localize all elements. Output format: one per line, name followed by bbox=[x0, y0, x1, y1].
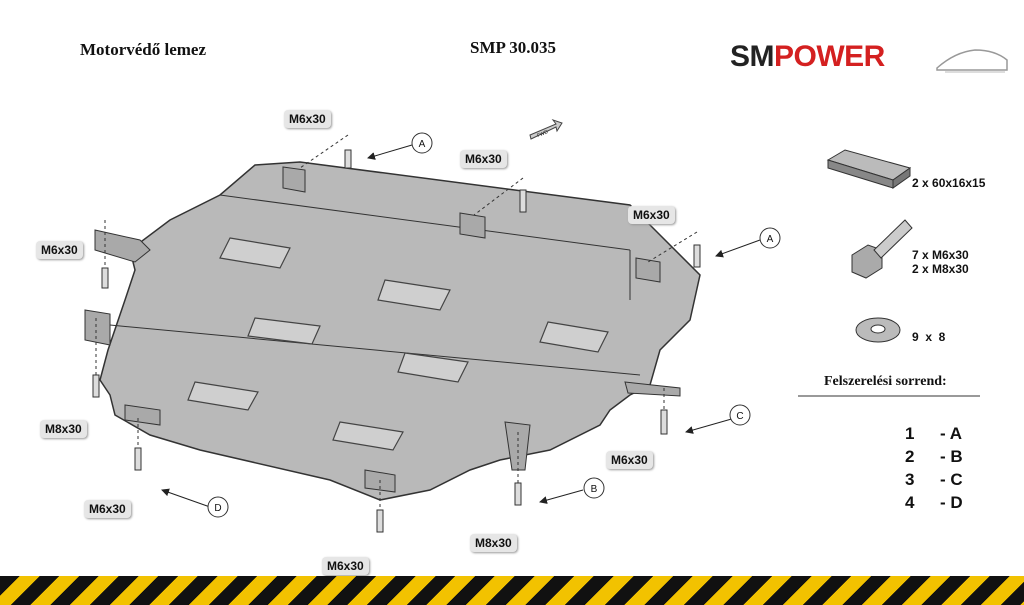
order-letter: - A bbox=[940, 424, 963, 443]
callout-right: M6x30 bbox=[606, 451, 653, 469]
fwd-label: FWD bbox=[536, 129, 549, 139]
product-code-number: 30.035 bbox=[509, 38, 556, 57]
bolts bbox=[92, 149, 701, 533]
plate-part-icon bbox=[826, 149, 912, 189]
logo-power: POWER bbox=[774, 40, 885, 73]
callout-top-left: M6x30 bbox=[284, 110, 331, 128]
smpower-logo: SMPOWER bbox=[730, 40, 1010, 80]
circle-b: B bbox=[591, 484, 598, 495]
guide-lines bbox=[95, 134, 698, 510]
bolt-quantity-m6: 7 x M6x30 bbox=[912, 248, 969, 262]
circle-a2: A bbox=[767, 234, 774, 245]
callout-left-lower: M8x30 bbox=[40, 420, 87, 438]
order-row: 3 - C bbox=[905, 470, 985, 493]
circle-a1: A bbox=[419, 139, 426, 150]
product-code-prefix: SMP bbox=[470, 38, 505, 57]
order-letter: - D bbox=[940, 493, 963, 512]
order-number: 3 bbox=[905, 470, 915, 489]
washer-part-icon bbox=[855, 317, 901, 343]
product-code: SMP 30.035 bbox=[470, 38, 556, 58]
circle-c: C bbox=[736, 411, 743, 422]
order-row: 4 - D bbox=[905, 493, 985, 516]
callout-bottom-right: M8x30 bbox=[470, 534, 517, 552]
callout-left: M6x30 bbox=[36, 241, 83, 259]
direction-arrows bbox=[161, 144, 761, 508]
order-letter: - C bbox=[940, 470, 963, 489]
plate-quantity: 2 x 60x16x15 bbox=[912, 176, 986, 190]
callout-bottom-left: M6x30 bbox=[84, 500, 131, 518]
bolt-quantity-m8: 2 x M8x30 bbox=[912, 262, 969, 276]
callout-top-center: M6x30 bbox=[460, 150, 507, 168]
circle-markers bbox=[207, 132, 781, 518]
order-number: 2 bbox=[905, 447, 915, 466]
fwd-arrow-icon: FWD bbox=[529, 119, 563, 140]
logo-sm: SM bbox=[730, 40, 775, 73]
bolt-part-icon bbox=[851, 219, 913, 279]
washer-quantity: 9 x 8 bbox=[912, 330, 946, 344]
hazard-stripe bbox=[0, 576, 1024, 605]
circle-d: D bbox=[214, 503, 221, 514]
order-number: 1 bbox=[905, 424, 915, 443]
order-row: 1 - A bbox=[905, 424, 985, 447]
order-list: 1 - A 2 - B 3 - C 4 - D bbox=[905, 424, 985, 516]
car-silhouette-icon bbox=[936, 49, 1008, 73]
callout-bottom-center: M6x30 bbox=[322, 557, 369, 575]
order-row: 2 - B bbox=[905, 447, 985, 470]
order-letter: - B bbox=[940, 447, 963, 466]
plate-recesses bbox=[187, 237, 609, 451]
page-title: Motorvédő lemez bbox=[80, 40, 207, 59]
order-title: Felszerelési sorrend: bbox=[824, 374, 947, 389]
skid-plate bbox=[99, 161, 701, 501]
order-number: 4 bbox=[905, 493, 915, 512]
callout-top-right: M6x30 bbox=[628, 206, 675, 224]
